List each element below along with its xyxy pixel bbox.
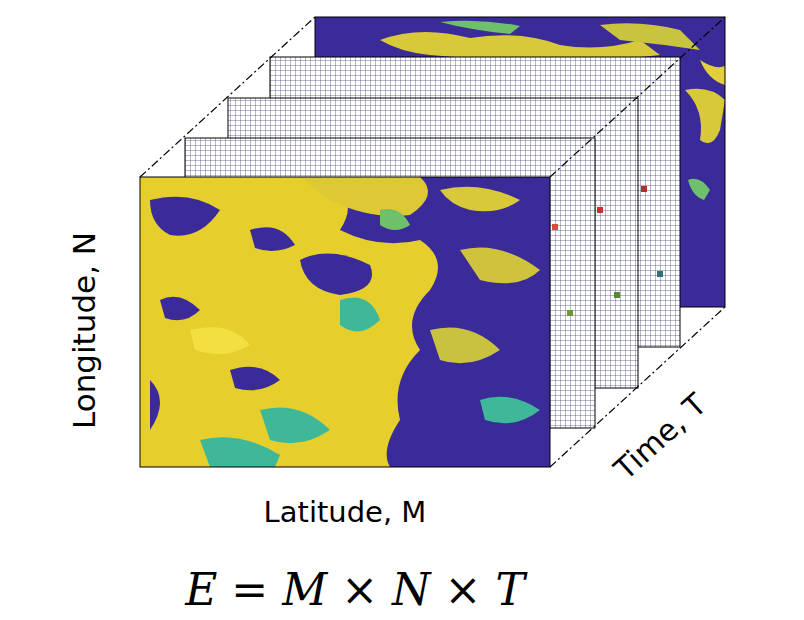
axis-label: Time, T: [609, 389, 711, 485]
axis-label: Longitude, N: [70, 231, 101, 428]
cell-marker: [567, 310, 573, 316]
cell-marker: [597, 207, 603, 213]
cell-marker: [641, 186, 647, 192]
formula: E = M × N × T: [185, 568, 525, 612]
cell-marker: [552, 224, 558, 230]
axis-label: Latitude, M: [264, 498, 427, 527]
perspective-edge: [140, 17, 725, 467]
cell-marker: [657, 271, 663, 277]
front-frame: [140, 177, 550, 467]
cell-marker: [614, 292, 620, 298]
